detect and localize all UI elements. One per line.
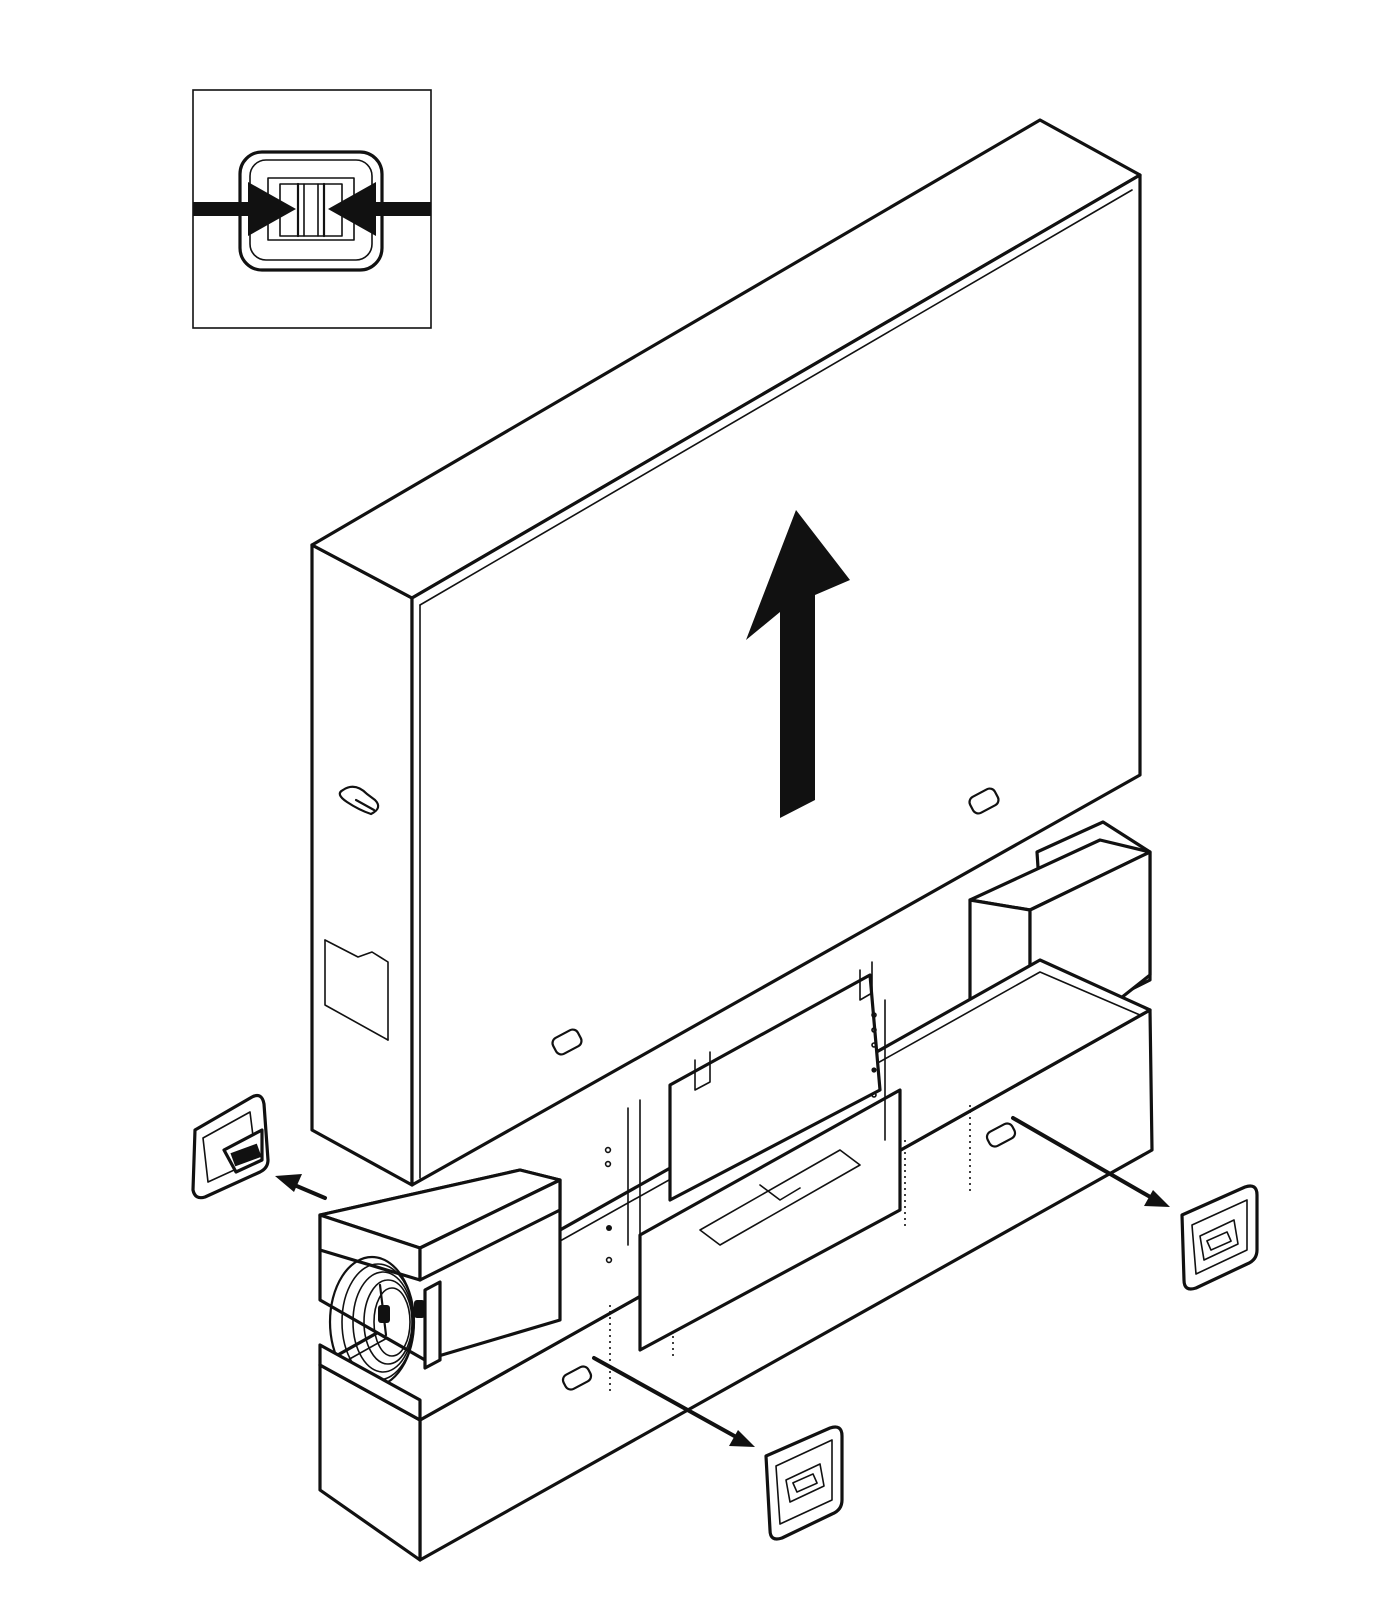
- base-packaging-tray: [318, 820, 1154, 1562]
- box-handle-side: [338, 785, 380, 816]
- remove-arrow-front-head-icon: [729, 1430, 755, 1447]
- side-label-panel: [324, 939, 389, 1041]
- remove-arrow-left-line: [290, 1182, 327, 1200]
- corner-clip-front: [592, 1356, 844, 1541]
- tv-box: [310, 118, 1142, 1187]
- corner-clip-left: [191, 1093, 327, 1200]
- power-cable-coil: [328, 1255, 442, 1389]
- remove-arrow-front-line: [592, 1356, 740, 1440]
- tray-interior: [604, 961, 902, 1352]
- remove-arrow-right-head-icon: [1144, 1190, 1170, 1207]
- tv-box-side-face: [310, 543, 414, 1187]
- clip-squeeze-detail-inset: [192, 89, 432, 329]
- remove-arrow-left-head-icon: [275, 1174, 302, 1192]
- left-front-block: [318, 1168, 562, 1422]
- remove-arrow-right-line: [1011, 1116, 1154, 1200]
- box-handle-front-left: [551, 1028, 583, 1056]
- box-handle-front-right: [968, 787, 1000, 815]
- lift-up-arrow-icon: [746, 510, 850, 818]
- tv-box-front-face: [410, 173, 1142, 1187]
- squeeze-arrow-right-icon: [328, 182, 376, 236]
- squeeze-arrow-left-icon: [248, 182, 296, 236]
- corner-clip-right: [1011, 1116, 1259, 1291]
